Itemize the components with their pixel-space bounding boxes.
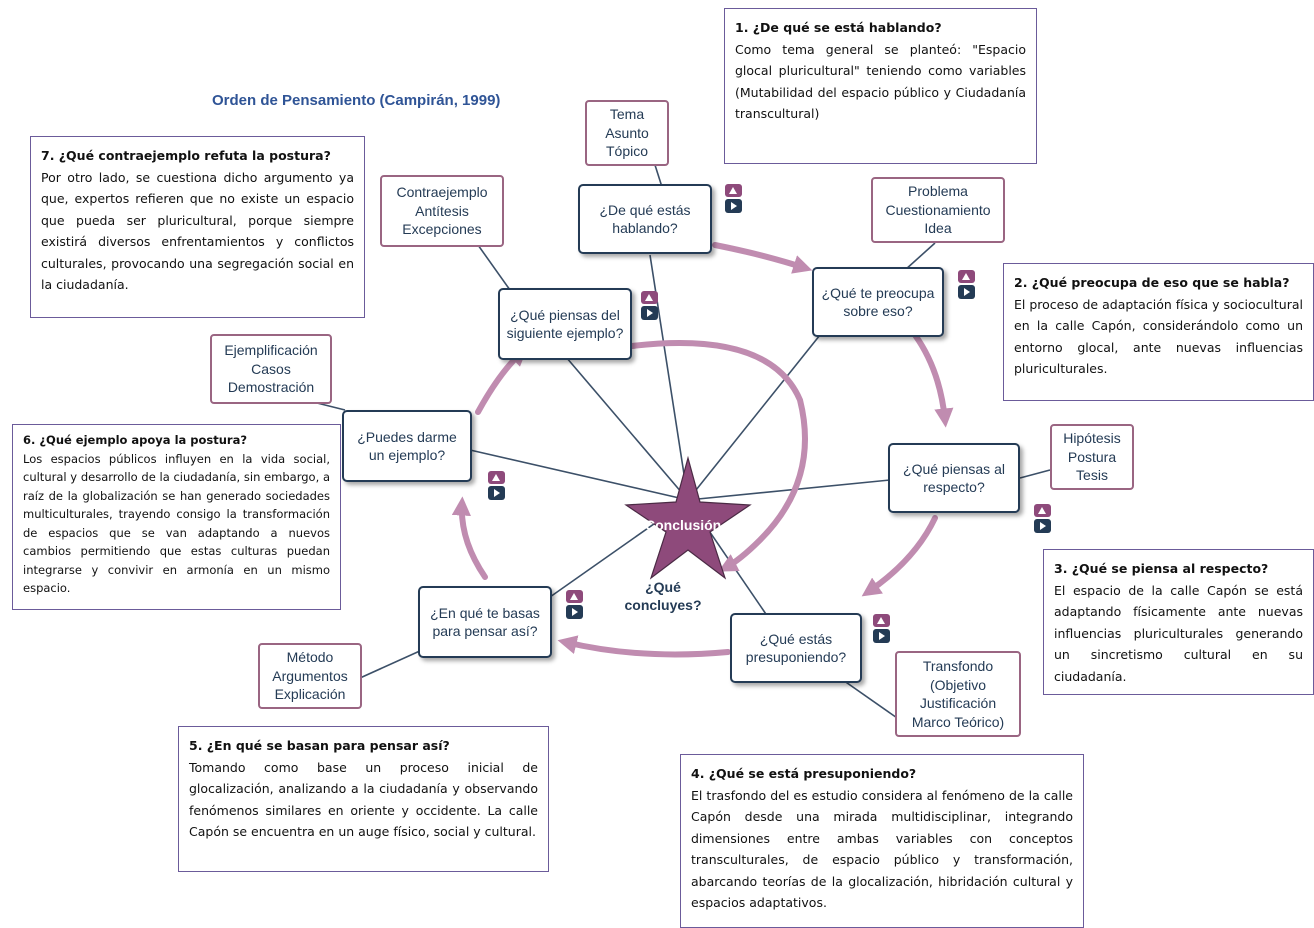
panel-5-heading: 5. ¿En qué se basan para pensar así? xyxy=(189,738,450,753)
panel-2-body: El proceso de adaptación física y socioc… xyxy=(1014,296,1303,377)
play-icon[interactable] xyxy=(725,199,742,213)
arrow-basas-to-ejemplo xyxy=(451,496,488,580)
panel-4: 4. ¿Qué se está presuponiendo? El trasfo… xyxy=(680,754,1084,928)
panel-7: 7. ¿Qué contraejemplo refuta la postura?… xyxy=(30,136,365,318)
panel-7-body: Por otro lado, se cuestiona dicho argume… xyxy=(41,169,354,293)
panel-1: 1. ¿De qué se está hablando? Como tema g… xyxy=(724,8,1037,164)
up-arrow-icon[interactable] xyxy=(873,614,890,627)
spoke-siguiente xyxy=(565,356,689,501)
cycle-arrows xyxy=(451,242,954,658)
spoke-ejemplo xyxy=(469,449,689,501)
connector-tema xyxy=(654,164,663,188)
media-control-piensas[interactable] xyxy=(1034,504,1051,534)
spoke-piensas xyxy=(687,479,891,501)
up-arrow-icon[interactable] xyxy=(641,291,658,304)
media-control-preocupa[interactable] xyxy=(958,270,975,300)
diagram-title: Orden de Pensamiento (Campirán, 1999) xyxy=(212,92,501,109)
media-control-siguiente[interactable] xyxy=(641,291,658,321)
connector-metodo xyxy=(359,649,423,679)
panel-3-heading: 3. ¿Qué se piensa al respecto? xyxy=(1054,561,1269,576)
up-arrow-icon[interactable] xyxy=(488,471,505,484)
arrow-ejemplo-to-siguiente xyxy=(475,346,528,415)
panel-5: 5. ¿En qué se basan para pensar así? Tom… xyxy=(178,726,549,872)
node-preocupa[interactable]: ¿Qué te preocupa sobre eso? xyxy=(812,267,944,337)
panel-1-heading: 1. ¿De qué se está hablando? xyxy=(735,20,942,35)
up-arrow-icon[interactable] xyxy=(958,270,975,283)
label-ejemplificacion: Ejemplificación Casos Demostración xyxy=(210,334,332,404)
label-tema: Tema Asunto Tópico xyxy=(585,100,669,166)
play-icon[interactable] xyxy=(641,306,658,320)
node-presuponiendo[interactable]: ¿Qué estás presuponiendo? xyxy=(730,613,862,683)
node-siguiente-ejemplo[interactable]: ¿Qué piensas del siguiente ejemplo? xyxy=(498,288,632,360)
media-control-presuponiendo[interactable] xyxy=(873,614,890,644)
connector-contraejemplo xyxy=(477,244,511,291)
panel-5-body: Tomando como base un proceso inicial de … xyxy=(189,759,538,840)
arrow-hablando-to-preocupa xyxy=(712,242,813,274)
panel-7-heading: 7. ¿Qué contraejemplo refuta la postura? xyxy=(41,148,331,163)
connector-transfondo xyxy=(839,677,901,721)
panel-6-body: Los espacios públicos influyen en la vid… xyxy=(23,451,330,596)
panel-3-body: El espacio de la calle Capón se está ada… xyxy=(1054,582,1303,684)
conclusion-label: Conclusión xyxy=(645,517,722,533)
node-ejemplo[interactable]: ¿Puedes darme un ejemplo? xyxy=(342,410,472,482)
concluyes-question: ¿Qué concluyes? xyxy=(624,579,702,613)
node-hablando[interactable]: ¿De qué estás hablando? xyxy=(578,184,712,254)
node-basas[interactable]: ¿En qué te basas para pensar así? xyxy=(418,586,552,658)
media-control-basas[interactable] xyxy=(566,590,583,620)
panel-4-heading: 4. ¿Qué se está presuponiendo? xyxy=(691,766,917,781)
connector-hipotesis xyxy=(1019,469,1051,479)
panel-3: 3. ¿Qué se piensa al respecto? El espaci… xyxy=(1043,549,1314,695)
label-metodo: Método Argumentos Explicación xyxy=(258,643,362,709)
conclusion-star[interactable] xyxy=(624,455,752,580)
play-icon[interactable] xyxy=(958,285,975,299)
arrow-presuponiendo-to-basas xyxy=(557,635,731,658)
media-control-hablando[interactable] xyxy=(725,184,742,214)
label-contraejemplo: Contraejemplo Antítesis Excepciones xyxy=(380,175,504,247)
panel-2-heading: 2. ¿Qué preocupa de eso que se habla? xyxy=(1014,275,1290,290)
label-hipotesis: Hipótesis Postura Tesis xyxy=(1050,424,1134,490)
spoke-preocupa xyxy=(687,334,821,501)
up-arrow-icon[interactable] xyxy=(725,184,742,197)
up-arrow-icon[interactable] xyxy=(1034,504,1051,517)
play-icon[interactable] xyxy=(566,605,583,619)
play-icon[interactable] xyxy=(488,486,505,500)
panel-2: 2. ¿Qué preocupa de eso que se habla? El… xyxy=(1003,263,1314,401)
arrow-preocupa-to-piensas xyxy=(912,332,954,428)
panel-6: 6. ¿Qué ejemplo apoya la postura? Los es… xyxy=(12,424,341,610)
label-transfondo: Transfondo (Objetivo Justificación Marco… xyxy=(895,651,1021,737)
label-problema: Problema Cuestionamiento Idea xyxy=(871,177,1005,243)
media-control-ejemplo[interactable] xyxy=(488,471,505,501)
label-connectors xyxy=(304,164,1051,721)
arrow-piensas-to-presuponiendo xyxy=(861,515,938,597)
play-icon[interactable] xyxy=(873,629,890,643)
panel-4-body: El trasfondo del es estudio considera al… xyxy=(691,787,1073,911)
panel-1-body: Como tema general se planteó: "Espacio g… xyxy=(735,41,1026,122)
node-piensas[interactable]: ¿Qué piensas al respecto? xyxy=(888,443,1020,513)
play-icon[interactable] xyxy=(1034,519,1051,533)
connector-problema xyxy=(904,242,936,271)
panel-6-heading: 6. ¿Qué ejemplo apoya la postura? xyxy=(23,433,248,447)
up-arrow-icon[interactable] xyxy=(566,590,583,603)
arrow-loop-to-conclusion xyxy=(629,340,808,572)
